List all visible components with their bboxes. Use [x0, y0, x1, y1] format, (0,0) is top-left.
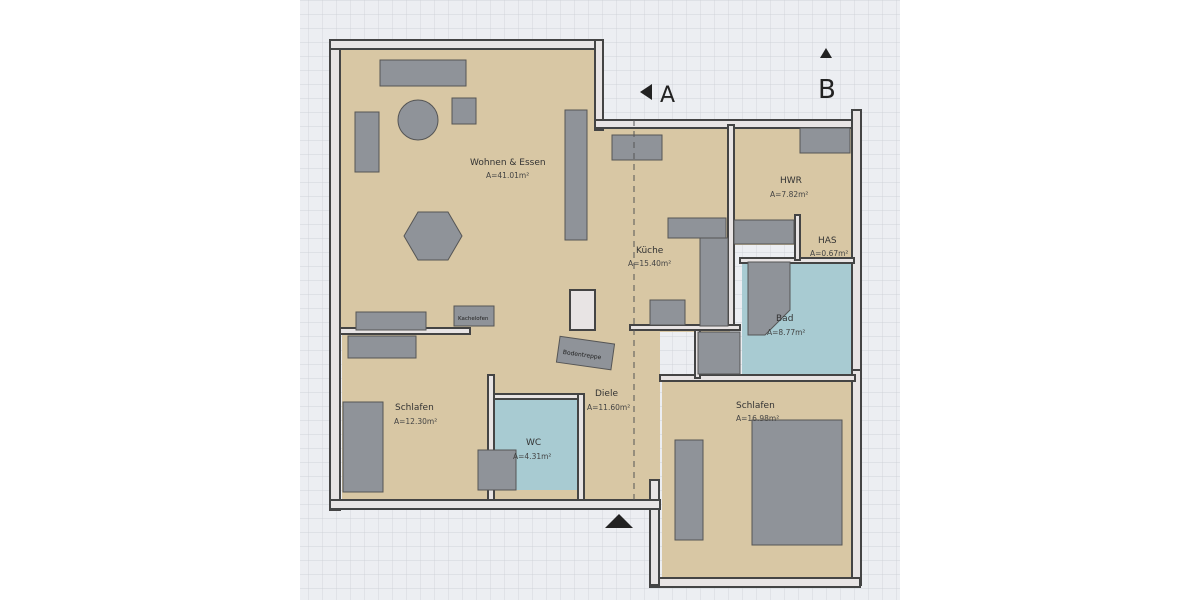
armchair	[451, 97, 477, 125]
room-label-bad: Bad A=8.77m²	[767, 314, 805, 337]
svg-text:A=8.77m²: A=8.77m²	[767, 328, 805, 337]
wardrobe	[347, 335, 417, 359]
svg-text:WC: WC	[526, 438, 541, 448]
svg-text:HWR: HWR	[780, 176, 802, 186]
sideboard	[355, 311, 427, 331]
svg-text:A=41.01m²: A=41.01m²	[486, 171, 529, 180]
section-arrow-icon	[640, 84, 652, 100]
washer-dryer	[799, 127, 851, 154]
floor-plan: Wohnen & Essen A=41.01m² Küche A=15.40m²…	[300, 0, 900, 600]
svg-text:A=7.82m²: A=7.82m²	[770, 190, 808, 199]
entrance-arrow-icon	[605, 514, 633, 528]
attic-stairs	[555, 335, 616, 371]
section-marker-b: B	[818, 75, 836, 105]
section-marker-a: A	[660, 83, 675, 108]
svg-text:A=0.67m²: A=0.67m²	[810, 249, 848, 258]
kitchen-island	[667, 217, 727, 239]
double-bed	[751, 419, 843, 546]
svg-text:Diele: Diele	[595, 389, 618, 399]
room-label-wohnen: Wohnen & Essen A=41.01m²	[470, 158, 546, 180]
svg-text:A=15.40m²: A=15.40m²	[628, 259, 671, 268]
wc-cabinet	[477, 449, 517, 491]
bed	[342, 401, 384, 493]
svg-text:A=12.30m²: A=12.30m²	[394, 417, 437, 426]
svg-text:Küche: Küche	[636, 246, 664, 256]
dining-table	[403, 211, 463, 261]
room-label-wc: WC A=4.31m²	[513, 438, 551, 461]
armchair	[354, 111, 380, 173]
furniture	[342, 59, 851, 546]
kitchen-counter	[564, 109, 588, 241]
svg-text:HAS: HAS	[818, 236, 837, 246]
room-label-schlafen-right: Schlafen A=16.98m²	[736, 401, 779, 423]
cooktop	[649, 299, 686, 326]
utility-cabinets	[733, 219, 795, 245]
svg-text:A=4.31m²: A=4.31m²	[513, 452, 551, 461]
sofa	[379, 59, 467, 87]
room-label-kueche: Küche A=15.40m²	[628, 246, 671, 268]
room-label-schlafen-left: Schlafen A=12.30m²	[394, 403, 437, 426]
bathtub	[747, 261, 791, 336]
kachelofen-label: Kachelofen	[458, 316, 489, 322]
svg-text:A=16.98m²: A=16.98m²	[736, 414, 779, 423]
room-label-hwr: HWR A=7.82m²	[770, 176, 808, 199]
room-label-diele: Diele A=11.60m²	[587, 389, 630, 412]
svg-text:Schlafen: Schlafen	[736, 401, 775, 411]
svg-text:Bad: Bad	[776, 314, 793, 324]
coffee-table	[397, 99, 439, 141]
svg-text:A=11.60m²: A=11.60m²	[587, 403, 630, 412]
tiled-stove	[453, 305, 495, 327]
section-arrow-icon	[820, 48, 832, 58]
room-label-has: HAS A=0.67m²	[810, 236, 848, 258]
shower	[697, 331, 741, 375]
sink	[611, 134, 663, 161]
svg-text:Wohnen & Essen: Wohnen & Essen	[470, 158, 546, 168]
svg-text:Schlafen: Schlafen	[395, 403, 434, 413]
kitchen-cabinets	[699, 237, 729, 327]
wardrobe	[674, 439, 704, 541]
